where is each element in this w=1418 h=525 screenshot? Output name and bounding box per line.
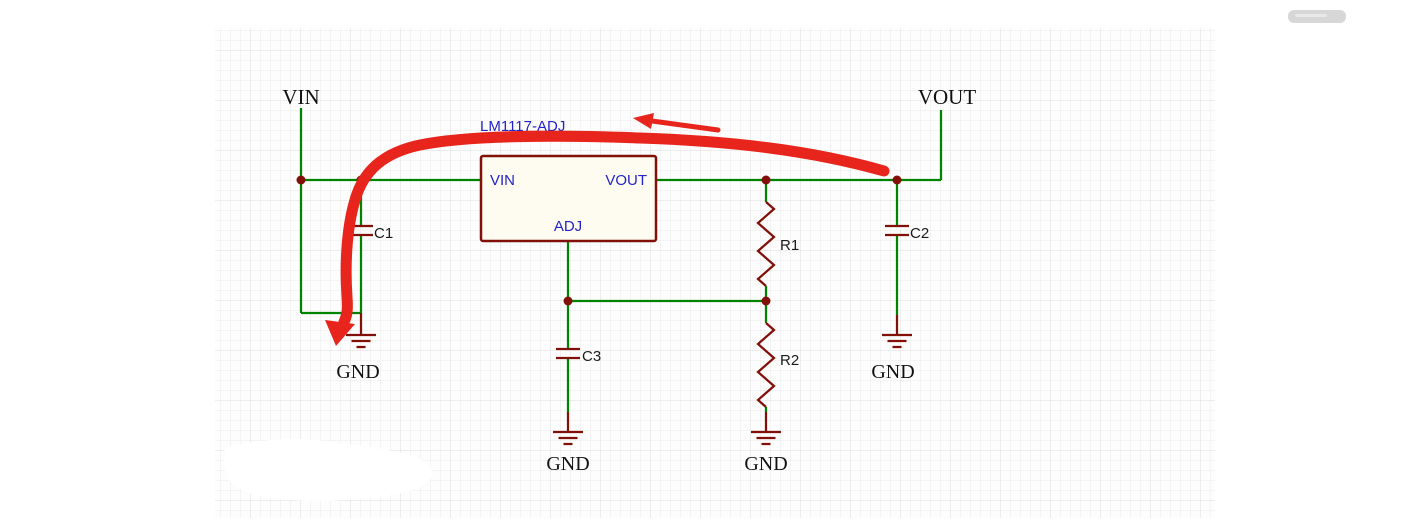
ic-lm1117: LM1117-ADJ VIN VOUT ADJ: [479, 118, 658, 243]
comp-label-c2: C2: [910, 225, 929, 242]
pin-label-vout: VOUT: [605, 172, 647, 189]
labels: VIN VOUT GND GND GND GND C1 C2 C3 R1 R2: [282, 85, 976, 475]
gnd-c1-bars: [346, 333, 376, 349]
gnd-r2-bars: [751, 430, 781, 446]
gnd-symbol-c2: [882, 315, 912, 349]
junction-dot: [892, 175, 902, 185]
big-red-arrow-stroke: [338, 130, 890, 328]
capacitor-c2: [885, 224, 909, 237]
gnd-symbol-c1: [346, 313, 376, 349]
junction-dot: [761, 175, 771, 185]
capacitor-c3: [556, 347, 580, 360]
gnd-label-r2: GND: [744, 453, 787, 475]
gnd-label-c2: GND: [871, 361, 914, 383]
ui-fragment-stripe: [1295, 14, 1327, 17]
net-label-vin: VIN: [282, 85, 319, 109]
comp-label-c3: C3: [582, 348, 601, 365]
junction-dot: [761, 296, 771, 306]
red-annotations: [325, 113, 890, 346]
gnd-symbol-r2: [751, 412, 781, 446]
big-red-arrowhead: [325, 320, 355, 346]
gnd-c2-bars: [882, 333, 912, 349]
small-red-arrowhead: [633, 113, 654, 129]
cropped-ui-fragment: [1288, 10, 1346, 23]
erased-grid-patch: [223, 438, 433, 501]
comp-label-c1: C1: [374, 225, 393, 242]
comp-label-r2: R2: [780, 352, 799, 369]
pin-label-vin: VIN: [490, 172, 515, 189]
net-label-vout: VOUT: [918, 85, 976, 109]
gnd-c3-bars: [553, 430, 583, 446]
component-symbols: [346, 201, 912, 446]
small-red-arrow-stroke: [649, 118, 721, 133]
gnd-label-c3: GND: [546, 453, 589, 475]
resistor-r2: [756, 322, 776, 408]
ic-ref-label: LM1117-ADJ: [480, 118, 565, 135]
comp-label-r1: R1: [780, 237, 799, 254]
junction-dot: [296, 175, 306, 185]
resistor-r1: [756, 201, 776, 287]
junction-dot: [563, 296, 573, 306]
pin-label-adj: ADJ: [554, 218, 582, 235]
ic-body-outline: [479, 154, 658, 243]
gnd-symbol-c3: [553, 412, 583, 446]
gnd-label-c1: GND: [336, 361, 379, 383]
grid-major-lines: [215, 28, 1215, 518]
